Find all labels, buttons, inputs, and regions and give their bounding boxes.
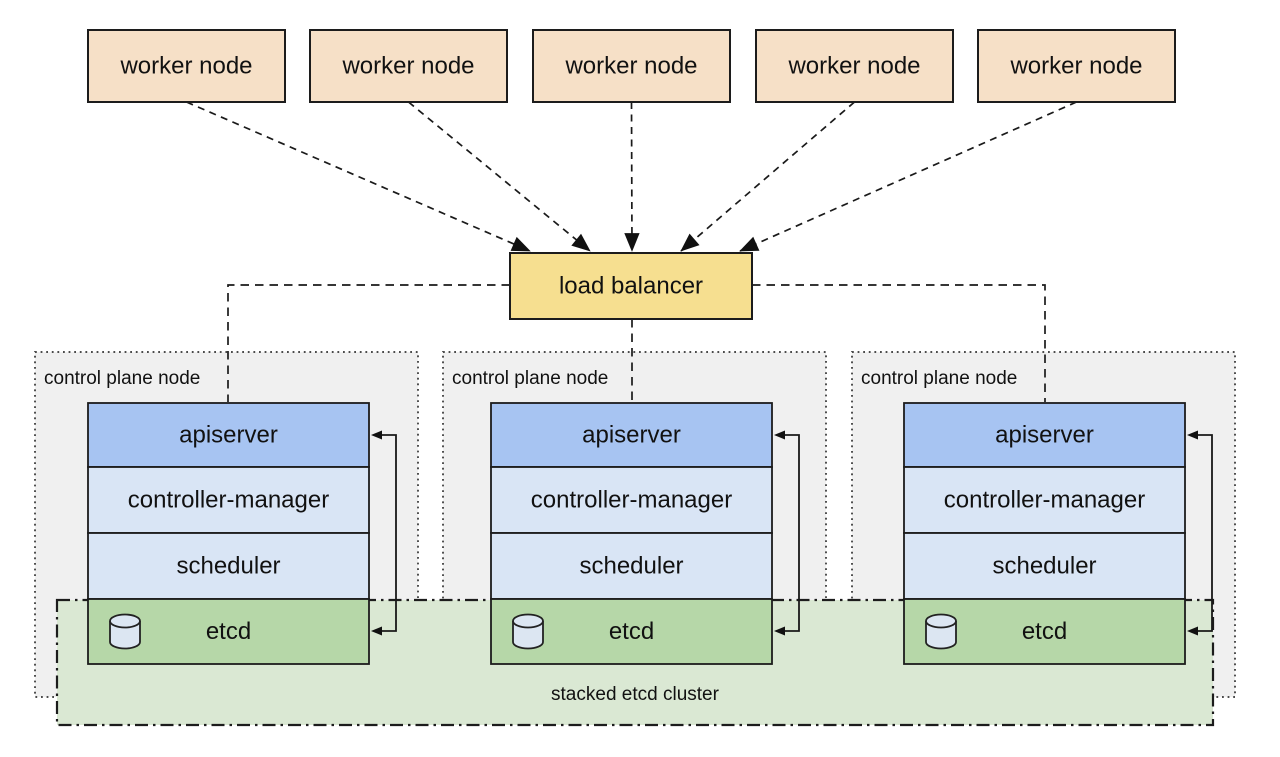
lb-to-node3-connector xyxy=(752,284,1046,402)
worker-to-load-balancer-arrows xyxy=(186,101,1077,252)
apiserver-label: apiserver xyxy=(995,422,1094,449)
worker-node-label: worker node xyxy=(787,53,920,80)
controller-manager-box xyxy=(87,466,370,534)
scheduler-box xyxy=(490,532,773,600)
worker-node-label: worker node xyxy=(119,53,252,80)
controller-manager-box xyxy=(903,466,1186,534)
worker-node-4: worker node xyxy=(755,29,954,103)
worker-arrow-4 xyxy=(680,101,856,252)
database-cylinder-icon xyxy=(512,613,544,650)
worker-arrow-5 xyxy=(739,101,1077,252)
etcd-label: etcd xyxy=(609,618,654,645)
database-cylinder-icon xyxy=(925,613,957,650)
stacked-etcd-cluster-label: stacked etcd cluster xyxy=(551,684,720,705)
load-balancer-label: load balancer xyxy=(559,273,703,300)
worker-node-label: worker node xyxy=(564,53,697,80)
apiserver-label: apiserver xyxy=(179,422,278,449)
apiserver-etcd-loop-line xyxy=(375,434,397,632)
worker-node-box xyxy=(87,29,286,103)
worker-arrow-2 xyxy=(407,101,591,252)
scheduler-label: scheduler xyxy=(176,553,280,580)
arrowhead-into-apiserver xyxy=(1187,430,1198,440)
apiserver-etcd-loop-line xyxy=(778,434,800,632)
apiserver-etcd-loop-line xyxy=(1191,434,1213,632)
component-stack-2: apiserver controller-manager scheduler e… xyxy=(490,402,800,665)
load-balancer-to-node-connectors xyxy=(227,284,1046,402)
scheduler-label: scheduler xyxy=(992,553,1096,580)
arrowhead-into-etcd xyxy=(1187,626,1198,636)
worker-node-3: worker node xyxy=(532,29,731,103)
controller-manager-label: controller-manager xyxy=(944,487,1145,514)
worker-node-box xyxy=(755,29,954,103)
lb-to-node1-connector xyxy=(227,284,510,402)
component-stack-3: apiserver controller-manager scheduler e… xyxy=(903,402,1213,665)
arrowhead-into-etcd xyxy=(774,626,785,636)
load-balancer-box xyxy=(509,252,753,320)
worker-nodes-row: worker node worker node worker node work… xyxy=(87,29,1176,103)
worker-node-label: worker node xyxy=(341,53,474,80)
apiserver-box xyxy=(490,402,773,468)
worker-node-box xyxy=(532,29,731,103)
arrowhead-into-apiserver xyxy=(371,430,382,440)
apiserver-box xyxy=(903,402,1186,468)
control-plane-node-label: control plane node xyxy=(44,368,200,389)
arrowhead-into-apiserver xyxy=(774,430,785,440)
scheduler-label: scheduler xyxy=(579,553,683,580)
worker-arrow-3 xyxy=(624,101,640,252)
apiserver-label: apiserver xyxy=(582,422,681,449)
control-plane-node-label: control plane node xyxy=(861,368,1017,389)
etcd-label: etcd xyxy=(206,618,251,645)
worker-node-1: worker node xyxy=(87,29,286,103)
worker-node-label: worker node xyxy=(1009,53,1142,80)
etcd-label: etcd xyxy=(1022,618,1067,645)
database-cylinder-icon xyxy=(109,613,141,650)
load-balancer: load balancer xyxy=(509,252,753,320)
worker-node-2: worker node xyxy=(309,29,508,103)
component-stack-1: apiserver controller-manager scheduler e… xyxy=(87,402,397,665)
worker-arrow-1 xyxy=(186,101,531,252)
controller-manager-label: controller-manager xyxy=(531,487,732,514)
arrowhead-into-etcd xyxy=(371,626,382,636)
worker-node-box xyxy=(309,29,508,103)
scheduler-box xyxy=(903,532,1186,600)
worker-node-5: worker node xyxy=(977,29,1176,103)
control-plane-node-label: control plane node xyxy=(452,368,608,389)
controller-manager-box xyxy=(490,466,773,534)
controller-manager-label: controller-manager xyxy=(128,487,329,514)
scheduler-box xyxy=(87,532,370,600)
worker-node-box xyxy=(977,29,1176,103)
